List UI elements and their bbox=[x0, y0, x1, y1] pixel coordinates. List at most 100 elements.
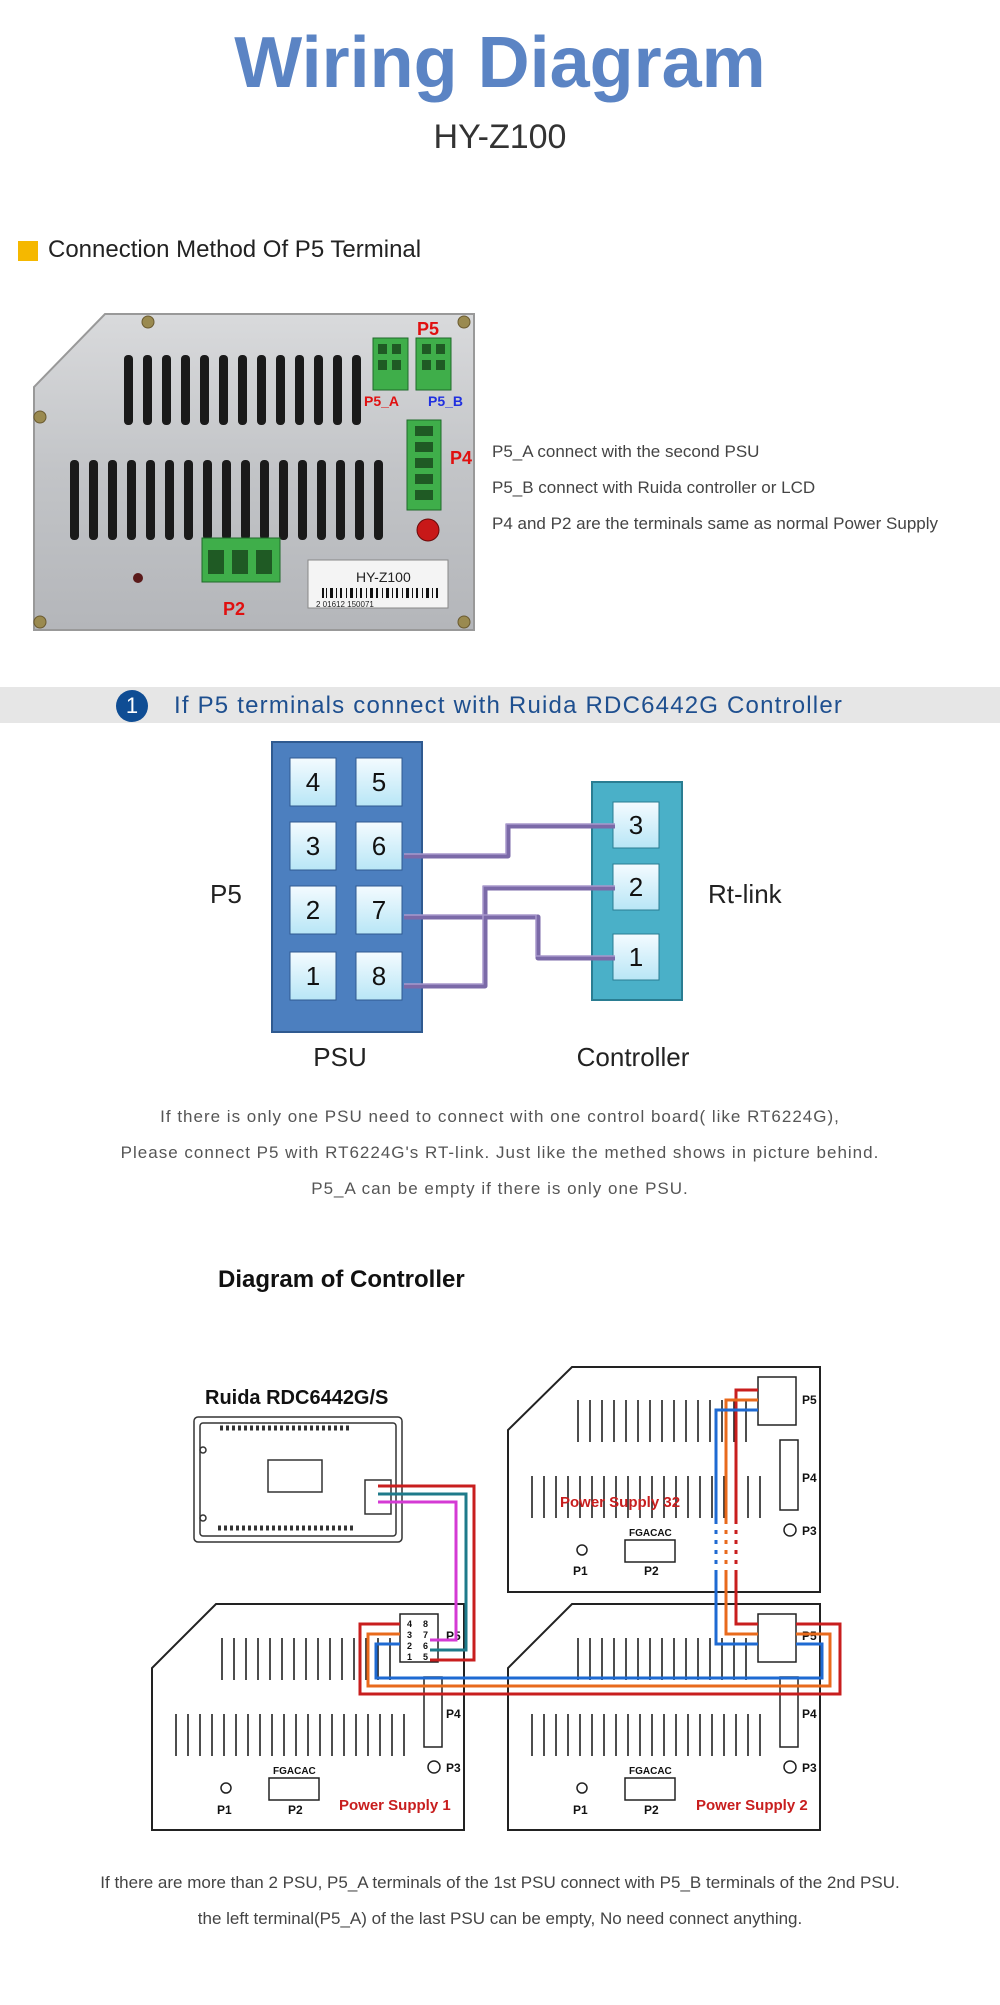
svg-text:P5: P5 bbox=[802, 1393, 817, 1407]
p2-label: P2 bbox=[223, 599, 245, 619]
p5-terminal-photo bbox=[372, 337, 452, 391]
psu-photo: P5 P5_A P5_B P4 P2 HY-Z100 2 01612 15007… bbox=[33, 313, 475, 631]
psu-pin-1 bbox=[289, 951, 337, 1001]
psu-pin-label-4: 4 bbox=[306, 767, 320, 797]
p5a-label: P5_A bbox=[364, 393, 399, 409]
svg-text:5: 5 bbox=[423, 1652, 428, 1662]
controller-pin-2 bbox=[612, 863, 660, 911]
p5b-label: P5_B bbox=[428, 393, 463, 409]
psu-pin-label-8: 8 bbox=[372, 961, 386, 991]
controller-pin-grid: 3 2 1 bbox=[612, 801, 660, 981]
p1-hole bbox=[133, 573, 143, 583]
svg-text:FGACAC: FGACAC bbox=[629, 1528, 672, 1539]
model-subtitle: HY-Z100 bbox=[433, 118, 567, 156]
controller-pin-label-2: 2 bbox=[629, 872, 643, 902]
svg-text:P2: P2 bbox=[644, 1803, 659, 1817]
psu-pin-3 bbox=[289, 821, 337, 871]
controller-pin-label-3: 3 bbox=[629, 810, 643, 840]
page-title: Wiring Diagram bbox=[234, 23, 766, 103]
section-marker bbox=[18, 241, 38, 261]
svg-text:P5: P5 bbox=[802, 1629, 817, 1643]
svg-text:FGACAC: FGACAC bbox=[273, 1766, 316, 1777]
p5-side-label: P5 bbox=[210, 879, 242, 909]
vent-slots bbox=[175, 1400, 761, 1756]
psu-pin-6 bbox=[355, 821, 403, 871]
svg-text:P1: P1 bbox=[573, 1803, 588, 1817]
explain-line-2: Please connect P5 with RT6224G's RT-link… bbox=[120, 1143, 880, 1162]
wires bbox=[404, 823, 615, 989]
section-title-p5: Connection Method Of P5 Terminal bbox=[48, 236, 422, 263]
svg-text:2: 2 bbox=[407, 1641, 412, 1651]
note-p5b: P5_B connect with Ruida controller or LC… bbox=[492, 478, 816, 497]
vent-slots-bottom bbox=[70, 460, 383, 540]
p1-holes bbox=[220, 1544, 588, 1794]
svg-text:Power Supply 2: Power Supply 2 bbox=[696, 1797, 808, 1814]
svg-text:P4: P4 bbox=[802, 1707, 817, 1721]
svg-text:4: 4 bbox=[407, 1619, 412, 1629]
psu-pin-8 bbox=[355, 951, 403, 1001]
svg-text:3: 3 bbox=[407, 1630, 412, 1640]
p5-terminal-blocks bbox=[399, 1376, 797, 1663]
multi-psu-wires bbox=[358, 1388, 842, 1696]
psu-pin-2 bbox=[289, 885, 337, 935]
psu-pin-7 bbox=[355, 885, 403, 935]
psu-pin-label-1: 1 bbox=[306, 961, 320, 991]
svg-text:P1: P1 bbox=[217, 1803, 232, 1817]
screws bbox=[33, 315, 471, 629]
nameplate-model: HY-Z100 bbox=[356, 569, 411, 585]
step-number-badge: 1 bbox=[116, 690, 148, 722]
pin-number-labels: 4 8 3 7 2 6 1 5 bbox=[407, 1619, 428, 1662]
test-buttons bbox=[427, 1523, 797, 1774]
nameplate bbox=[307, 559, 449, 609]
svg-text:Power Supply 32: Power Supply 32 bbox=[560, 1494, 680, 1511]
svg-text:P2: P2 bbox=[644, 1564, 659, 1578]
svg-text:P4: P4 bbox=[446, 1707, 461, 1721]
footer-line-1: If there are more than 2 PSU, P5_A termi… bbox=[100, 1873, 900, 1892]
psu-pin-5 bbox=[355, 757, 403, 807]
barcode-number: 2 01612 150071 bbox=[316, 600, 374, 609]
footer-line-2: the left terminal(P5_A) of the last PSU … bbox=[197, 1909, 803, 1928]
svg-text:8: 8 bbox=[423, 1619, 428, 1629]
controller-diagram-title: Diagram of Controller bbox=[218, 1266, 465, 1293]
rtlink-side-label: Rt-link bbox=[708, 879, 783, 909]
svg-text:Power Supply 1: Power Supply 1 bbox=[339, 1797, 451, 1814]
psu-name-labels: Power Supply 1 Power Supply 2 Power Supp… bbox=[339, 1494, 808, 1814]
ruida-name: Ruida RDC6442G/S bbox=[205, 1387, 388, 1409]
psu-pin-label-7: 7 bbox=[372, 895, 386, 925]
svg-text:P2: P2 bbox=[288, 1803, 303, 1817]
note-p5a: P5_A connect with the second PSU bbox=[492, 442, 760, 461]
svg-text:P3: P3 bbox=[446, 1761, 461, 1775]
section-title-ruida: If P5 terminals connect with Ruida RDC64… bbox=[174, 692, 844, 719]
test-button-photo bbox=[416, 518, 440, 542]
explain-line-3: P5_A can be empty if there is only one P… bbox=[311, 1179, 689, 1198]
controller-pin-label-1: 1 bbox=[629, 942, 643, 972]
p2-terminal-blocks bbox=[268, 1539, 676, 1801]
note-p4-p2: P4 and P2 are the terminals same as norm… bbox=[492, 514, 939, 533]
p5-label: P5 bbox=[417, 319, 439, 339]
svg-text:P3: P3 bbox=[802, 1524, 817, 1538]
p4-terminal-photo bbox=[406, 419, 442, 511]
psu-pin-label-2: 2 bbox=[306, 895, 320, 925]
svg-text:6: 6 bbox=[423, 1641, 428, 1651]
p4-label: P4 bbox=[450, 448, 472, 468]
psu-pin-label-6: 6 bbox=[372, 831, 386, 861]
section-band bbox=[0, 687, 1000, 723]
psu-pin-label-3: 3 bbox=[306, 831, 320, 861]
psu-pin-grid: 4 5 3 6 2 7 1 8 bbox=[289, 757, 403, 1001]
controller-pin-3 bbox=[612, 801, 660, 849]
psu-terminal-labels: P5 P4 P3 P1 P2 FGACAC P5 P4 P3 P1 P2 FGA… bbox=[217, 1393, 817, 1817]
p2-terminal-photo bbox=[201, 537, 281, 583]
svg-text:P4: P4 bbox=[802, 1471, 817, 1485]
vent-slots-top bbox=[124, 355, 361, 425]
svg-text:P1: P1 bbox=[573, 1564, 588, 1578]
ruida-controller bbox=[193, 1416, 403, 1543]
multi-psu-diagram: Diagram of Controller Ruida RDC6442G/S bbox=[151, 1266, 842, 1831]
svg-text:1: 1 bbox=[407, 1652, 412, 1662]
psu-pin-4 bbox=[289, 757, 337, 807]
psu-pin-label-5: 5 bbox=[372, 767, 386, 797]
svg-text:P3: P3 bbox=[802, 1761, 817, 1775]
svg-text:7: 7 bbox=[423, 1630, 428, 1640]
explain-line-1: If there is only one PSU need to connect… bbox=[160, 1107, 840, 1126]
psu-caption: PSU bbox=[313, 1042, 366, 1072]
